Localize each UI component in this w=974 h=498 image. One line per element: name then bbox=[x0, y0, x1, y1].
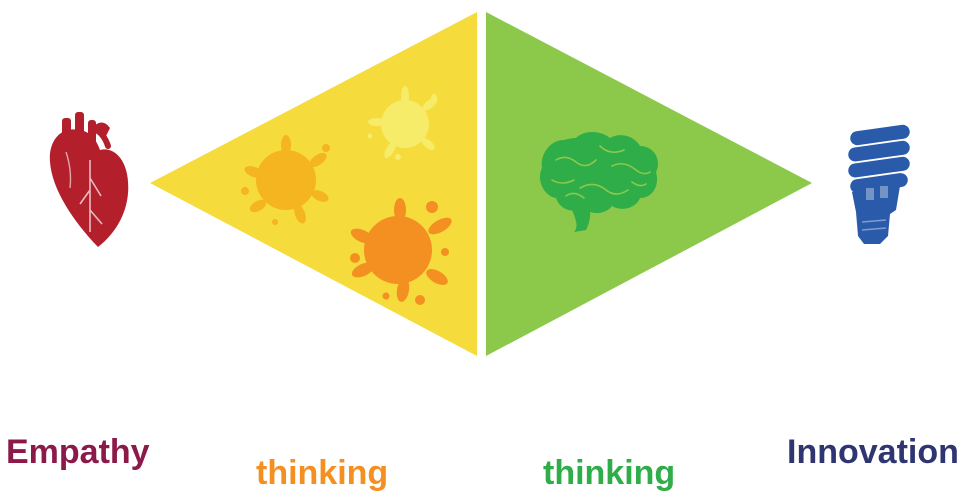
convergent-thinking-label: thinking bbox=[543, 454, 676, 492]
innovation-label: Innovation bbox=[787, 433, 959, 471]
brain-icon bbox=[539, 132, 659, 232]
paint-splatter-icon bbox=[241, 86, 452, 305]
light-bulb-icon bbox=[848, 124, 910, 244]
empathy-label: Empathy bbox=[6, 433, 150, 471]
divergent-thinking-label: thinking bbox=[256, 454, 389, 492]
heart-icon bbox=[49, 112, 129, 247]
